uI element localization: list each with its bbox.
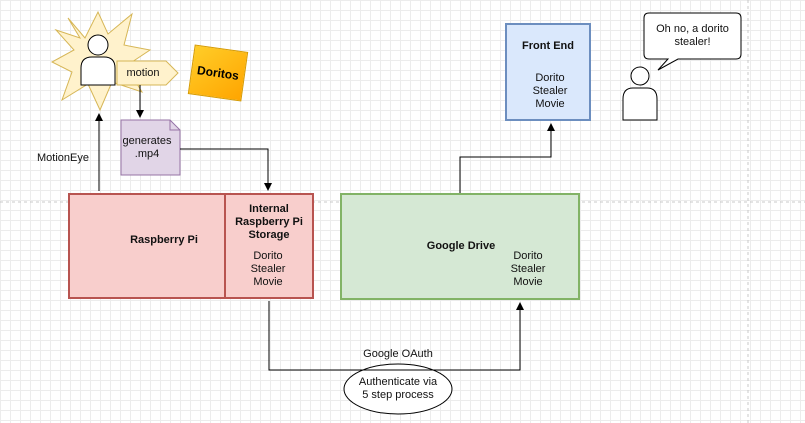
doritos-bag: Doritos: [187, 44, 249, 102]
frontend-movie-label: Dorito Stealer Movie: [532, 71, 568, 110]
drive-movie-label: Dorito Stealer Movie: [510, 249, 546, 288]
mp4-document-fold: [169, 120, 180, 131]
oauth-arrow: [268, 301, 524, 371]
motion-label: motion: [126, 66, 160, 79]
raspberry-pi-box: [68, 193, 226, 299]
storage-movie-label: Dorito Stealer Movie: [250, 249, 286, 288]
thief-person-icon: [80, 34, 116, 86]
authenticate-ellipse: [343, 363, 453, 415]
google-drive-box: [340, 193, 580, 300]
motioneye-label: MotionEye: [37, 151, 89, 164]
generates-to-storage-arrow: [180, 148, 272, 191]
google-oauth-label: Google OAuth: [363, 347, 433, 360]
drive-to-frontend-arrow: [459, 123, 555, 193]
speech-bubble-shape: [643, 12, 742, 71]
google-drive-label: Google Drive: [426, 239, 496, 252]
front-end-label: Front End: [522, 39, 574, 52]
mp4-document-icon: [120, 119, 181, 176]
raspberry-pi-label: Raspberry Pi: [130, 233, 198, 246]
connector-arrows: [95, 85, 555, 371]
internal-storage-box: [224, 193, 314, 299]
front-end-box: [505, 23, 591, 121]
motion-arrow-shape: [116, 60, 179, 86]
observer-person-icon: [622, 66, 658, 121]
speech-bubble-text: Oh no, a dorito stealer!: [656, 23, 729, 48]
internal-storage-label: Internal Raspberry Pi Storage: [235, 202, 303, 241]
authenticate-label: Authenticate via 5 step process: [358, 376, 438, 401]
generates-mp4-label: generates .mp4: [122, 135, 172, 160]
